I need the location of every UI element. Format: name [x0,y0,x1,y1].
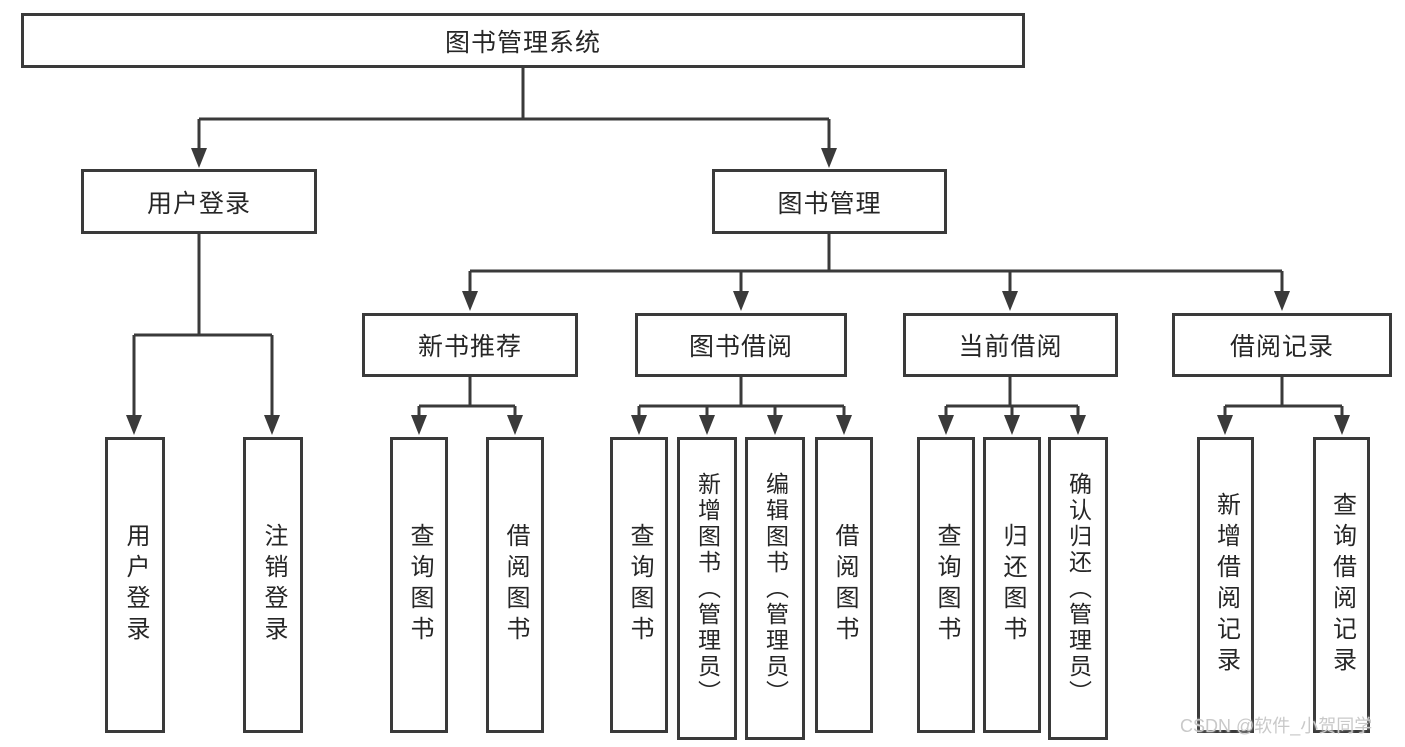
leaf-records-add: 新增借阅记录 [1197,437,1254,733]
leaf-borrowing-add-admin: 新增图书（管理员） [677,437,737,740]
leaf-newbooks-query: 查询图书 [390,437,448,733]
arrowheads-borrowing-leaves [631,415,852,435]
node-new-books-label: 新书推荐 [417,333,522,361]
leaf-records-query-label: 查询借阅记录 [1328,492,1356,678]
connector-userlogin-to-leaves [132,234,274,417]
leaf-current-confirm-admin-label: 确认归还（管理员） [1065,471,1092,706]
leaf-current-confirm-admin: 确认归还（管理员） [1048,437,1108,740]
node-root-label: 图书管理系统 [444,28,601,57]
leaf-borrowing-query: 查询图书 [610,437,668,733]
node-current-borrowing: 当前借阅 [903,313,1118,377]
node-book-management-label: 图书管理 [777,189,882,218]
leaf-logout: 注销登录 [243,437,303,733]
connector-root-to-level2 [197,68,831,150]
leaf-newbooks-query-label: 查询图书 [406,523,433,647]
arrowheads-current-leaves [938,415,1086,435]
leaf-borrowing-query-label: 查询图书 [626,523,653,647]
leaf-current-query-label: 查询图书 [933,523,960,647]
leaf-current-return: 归还图书 [983,437,1041,733]
arrowheads-level3 [462,291,1290,311]
arrowheads-level2 [191,148,837,168]
leaf-borrowing-borrow-label: 借阅图书 [831,523,858,647]
leaf-current-return-label: 归还图书 [999,523,1026,647]
connector-current-to-leaves [944,377,1080,417]
leaf-newbooks-borrow: 借阅图书 [486,437,544,733]
arrowheads-records-leaves [1217,415,1350,435]
node-book-borrowing-label: 图书借阅 [688,333,793,361]
node-book-management: 图书管理 [712,169,947,234]
connector-records-to-leaves [1223,377,1344,417]
connector-borrowing-to-leaves [637,377,846,417]
leaf-records-add-label: 新增借阅记录 [1212,492,1240,678]
leaf-borrowing-borrow: 借阅图书 [815,437,873,733]
leaf-borrowing-edit-admin: 编辑图书（管理员） [745,437,805,740]
node-root: 图书管理系统 [21,13,1025,68]
leaf-newbooks-borrow-label: 借阅图书 [502,523,529,647]
arrowheads-newbooks-leaves [411,415,523,435]
leaf-borrowing-add-admin-label: 新增图书（管理员） [694,471,721,706]
connector-newbooks-to-leaves [417,377,517,417]
node-new-books: 新书推荐 [362,313,578,377]
csdn-watermark: CSDN @软件_小贺同学 [1180,716,1373,736]
node-user-login-label: 用户登录 [146,189,251,218]
leaf-borrowing-edit-admin-label: 编辑图书（管理员） [762,471,789,706]
arrowheads-userlogin-leaves [126,415,280,435]
leaf-records-query: 查询借阅记录 [1313,437,1370,733]
node-borrow-records-label: 借阅记录 [1229,333,1334,361]
leaf-current-query: 查询图书 [917,437,975,733]
leaf-user-login-label: 用户登录 [122,523,149,647]
leaf-user-login: 用户登录 [105,437,165,733]
leaf-logout-label: 注销登录 [260,523,287,647]
node-user-login: 用户登录 [81,169,317,234]
node-current-borrowing-label: 当前借阅 [958,333,1063,361]
connector-bookmgmt-to-level3 [468,234,1284,293]
node-borrow-records: 借阅记录 [1172,313,1392,377]
node-book-borrowing: 图书借阅 [635,313,847,377]
